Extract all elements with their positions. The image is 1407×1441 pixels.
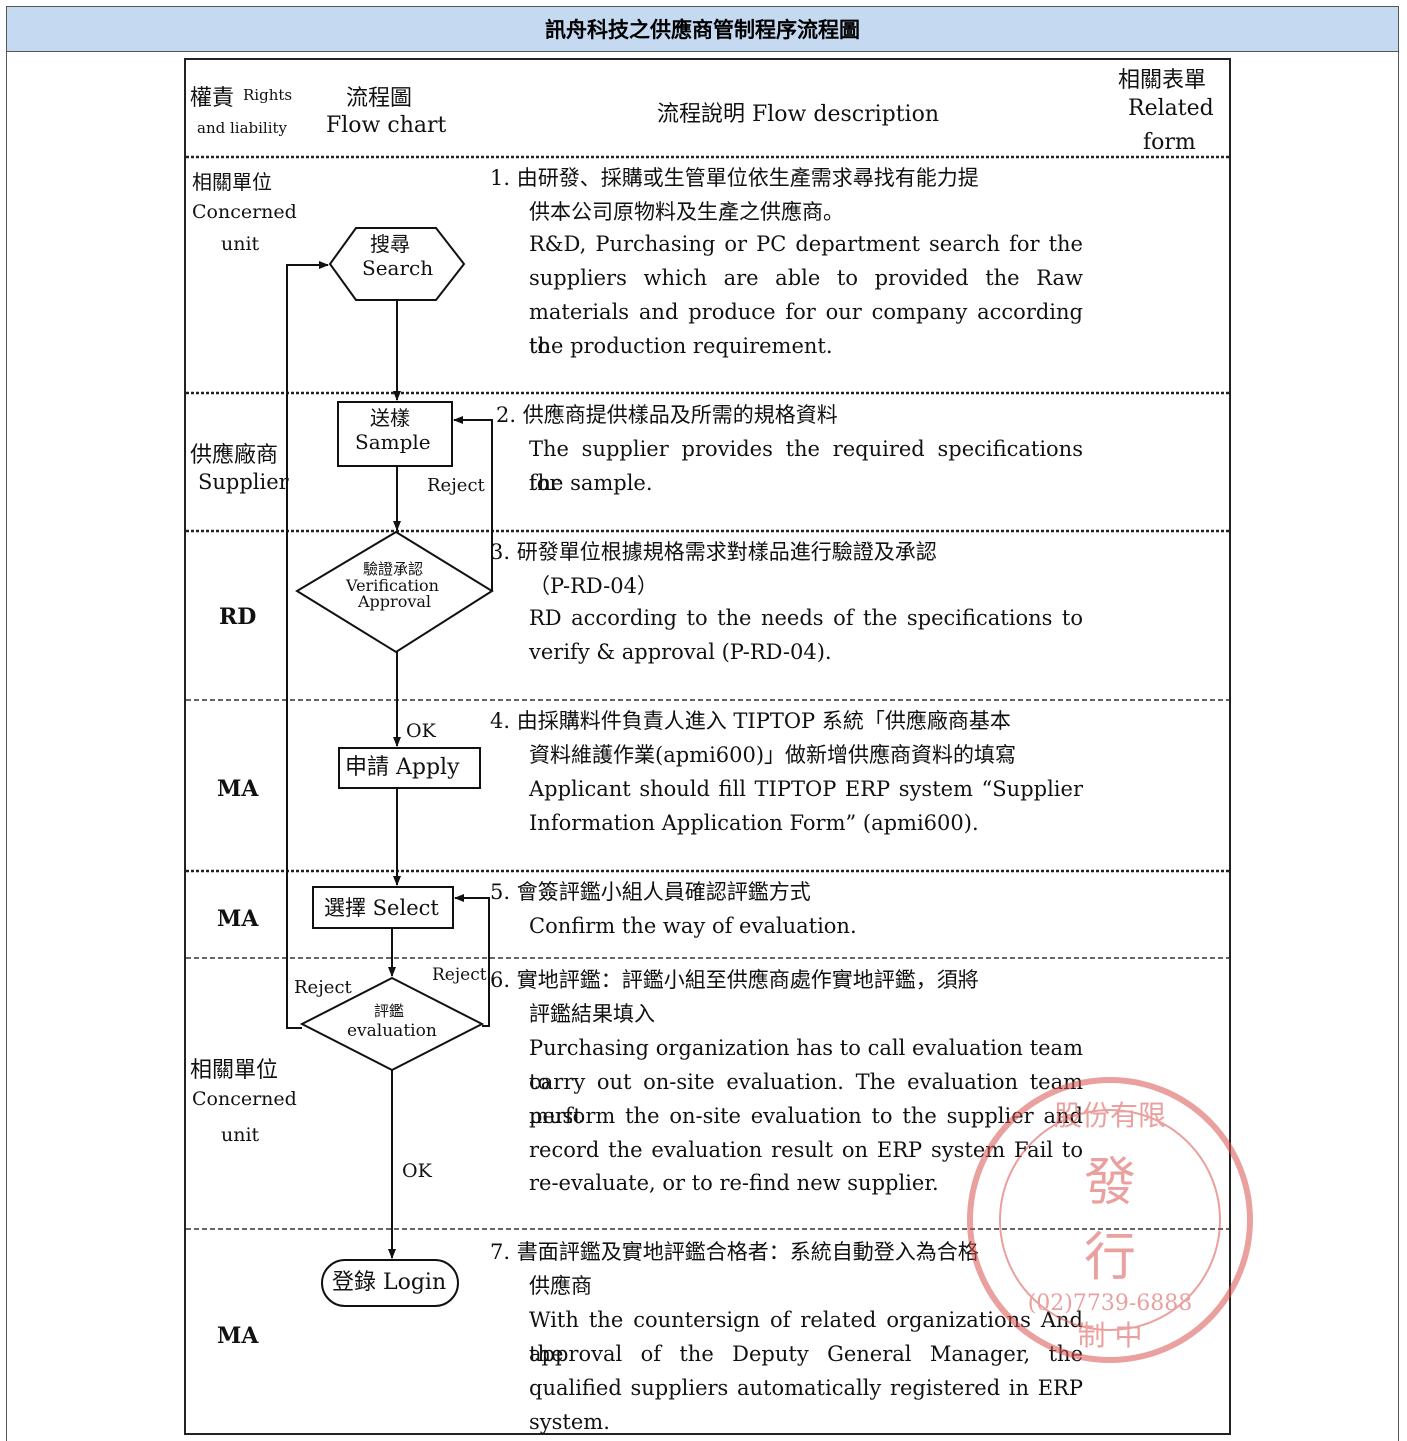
step-2-line: The supplier provides the required speci…	[529, 437, 1083, 495]
role-supplier-zh: 供應廠商	[190, 443, 279, 468]
header-rights-en2: and liability	[197, 119, 288, 137]
apply-node	[338, 747, 481, 789]
header-form-zh: 相關表單	[1118, 68, 1207, 93]
seal-mid2-text: 行	[1084, 1228, 1136, 1288]
edge-reject-right: Reject	[432, 965, 487, 985]
step-3-line: verify & approval (P-RD-04).	[529, 640, 832, 664]
login-label: 登錄 Login	[332, 1270, 447, 1295]
edge-ok-evaluation: OK	[402, 1160, 432, 1182]
login-node	[321, 1259, 459, 1307]
role-ma-2: MA	[217, 906, 259, 932]
edge-reject-sample: Reject	[427, 475, 485, 496]
step-4-line: 資料維護作業(apmi600)」做新增供應商資料的填寫	[529, 743, 1017, 767]
step-5-line: Confirm the way of evaluation.	[529, 914, 857, 938]
header-rights-en: Rights	[243, 86, 293, 104]
header-flow-description: 流程說明 Flow description	[657, 102, 940, 127]
step-4-line: 4. 由採購料件負責人進入 TIPTOP 系統「供應廠商基本	[490, 709, 1011, 733]
step-7-line: With the countersign of related organiza…	[529, 1308, 1083, 1366]
select-node	[312, 886, 454, 929]
role-concerned2-zh: 相關單位	[190, 1058, 279, 1083]
step-1-line: suppliers which are able to provided the…	[529, 266, 1083, 290]
header-flowchart-zh: 流程圖	[346, 86, 413, 111]
step-7-line: approval of the Deputy General Manager, …	[529, 1342, 1083, 1366]
role-ma-3: MA	[217, 1323, 259, 1349]
step-4-line: Applicant should fill TIPTOP ERP system …	[529, 777, 1083, 801]
search-node	[328, 227, 466, 301]
apply-label: 申請 Apply	[345, 755, 460, 780]
step-7-line: 7. 書面評鑑及實地評鑑合格者：系統自動登入為合格	[490, 1240, 979, 1264]
step-3-line: （P-RD-04）	[529, 574, 658, 598]
step-5-line: 5. 會簽評鑑小組人員確認評鑑方式	[490, 880, 811, 904]
role-concerned2-en2: unit	[221, 1124, 260, 1146]
header-form-en2: form	[1143, 130, 1196, 155]
flowchart-document	[184, 58, 1231, 1435]
step-1-line: R&D, Purchasing or PC department search …	[529, 232, 1083, 256]
step-7-line: 供應商	[529, 1274, 592, 1298]
role-supplier-en: Supplier	[198, 470, 289, 494]
step-6-line: carry out on-site evaluation. The evalua…	[529, 1070, 1083, 1128]
step-2-line: 2. 供應商提供樣品及所需的規格資料	[496, 403, 838, 427]
header-flowchart-en: Flow chart	[326, 113, 447, 138]
evaluation-label-en: evaluation	[347, 1021, 437, 1041]
step-6-line: 評鑑結果填入	[529, 1002, 655, 1026]
seal-phone-text: (02)7739-6888	[1028, 1291, 1193, 1316]
role-rd: RD	[219, 604, 257, 630]
role-concerned-en2: unit	[221, 233, 260, 255]
step-3-line: 3. 研發單位根據規格需求對樣品進行驗證及承認	[490, 540, 937, 564]
select-label: 選擇 Select	[324, 896, 439, 920]
sample-label-zh: 送樣	[370, 406, 410, 430]
verification-label-en1: Verification	[346, 576, 439, 595]
step-1-line: 供本公司原物料及生產之供應商。	[529, 200, 844, 224]
seal-bottom-text: 制 中	[1078, 1319, 1143, 1352]
role-concerned2-en1: Concerned	[192, 1088, 297, 1110]
edge-reject-left: Reject	[294, 977, 352, 998]
verification-label-en2: Approval	[358, 592, 432, 611]
step-4-line: Information Application Form” (apmi600).	[529, 811, 979, 835]
step-7-line: qualified suppliers automatically regist…	[529, 1376, 1083, 1400]
search-label-zh: 搜尋	[370, 232, 410, 256]
edge-ok-verification: OK	[406, 720, 436, 742]
company-seal-stamp: 股份有限 發 行 (02)7739-6888 制 中	[967, 1077, 1253, 1363]
role-concerned-en1: Concerned	[192, 201, 297, 223]
step-2-line: the sample.	[529, 471, 653, 495]
role-ma-1: MA	[217, 776, 259, 802]
step-6-line: Purchasing organization has to call eval…	[529, 1036, 1083, 1094]
step-3-line: RD according to the needs of the specifi…	[529, 606, 1083, 630]
seal-top-text: 股份有限	[1054, 1099, 1166, 1132]
header-form-en1: Related	[1128, 96, 1214, 121]
page-title: 訊舟科技之供應商管制程序流程圖	[6, 6, 1399, 52]
outer-frame	[6, 52, 1399, 1441]
step-1-line: the production requirement.	[529, 334, 833, 358]
evaluation-label-zh: 評鑑	[374, 1002, 405, 1020]
step-6-line: 6. 實地評鑑：評鑑小組至供應商處作實地評鑑，須將	[490, 968, 979, 992]
step-6-line: perform the on-site evaluation to the su…	[529, 1104, 1083, 1128]
step-1-line: 1. 由研發、採購或生管單位依生產需求尋找有能力提	[490, 166, 979, 190]
step-6-line: re-evaluate, or to re-find new supplier.	[529, 1171, 939, 1195]
verification-label-zh: 驗證承認	[363, 560, 424, 578]
header-rights-zh: 權責	[190, 86, 235, 111]
seal-mid-text: 發	[1084, 1153, 1136, 1213]
sample-node	[337, 401, 453, 467]
role-concerned-zh: 相關單位	[192, 170, 272, 194]
sample-label-en: Sample	[355, 430, 431, 454]
search-label-en: Search	[362, 256, 434, 280]
step-7-line: system.	[529, 1410, 610, 1434]
step-1-line: materials and produce for our company ac…	[529, 300, 1083, 358]
